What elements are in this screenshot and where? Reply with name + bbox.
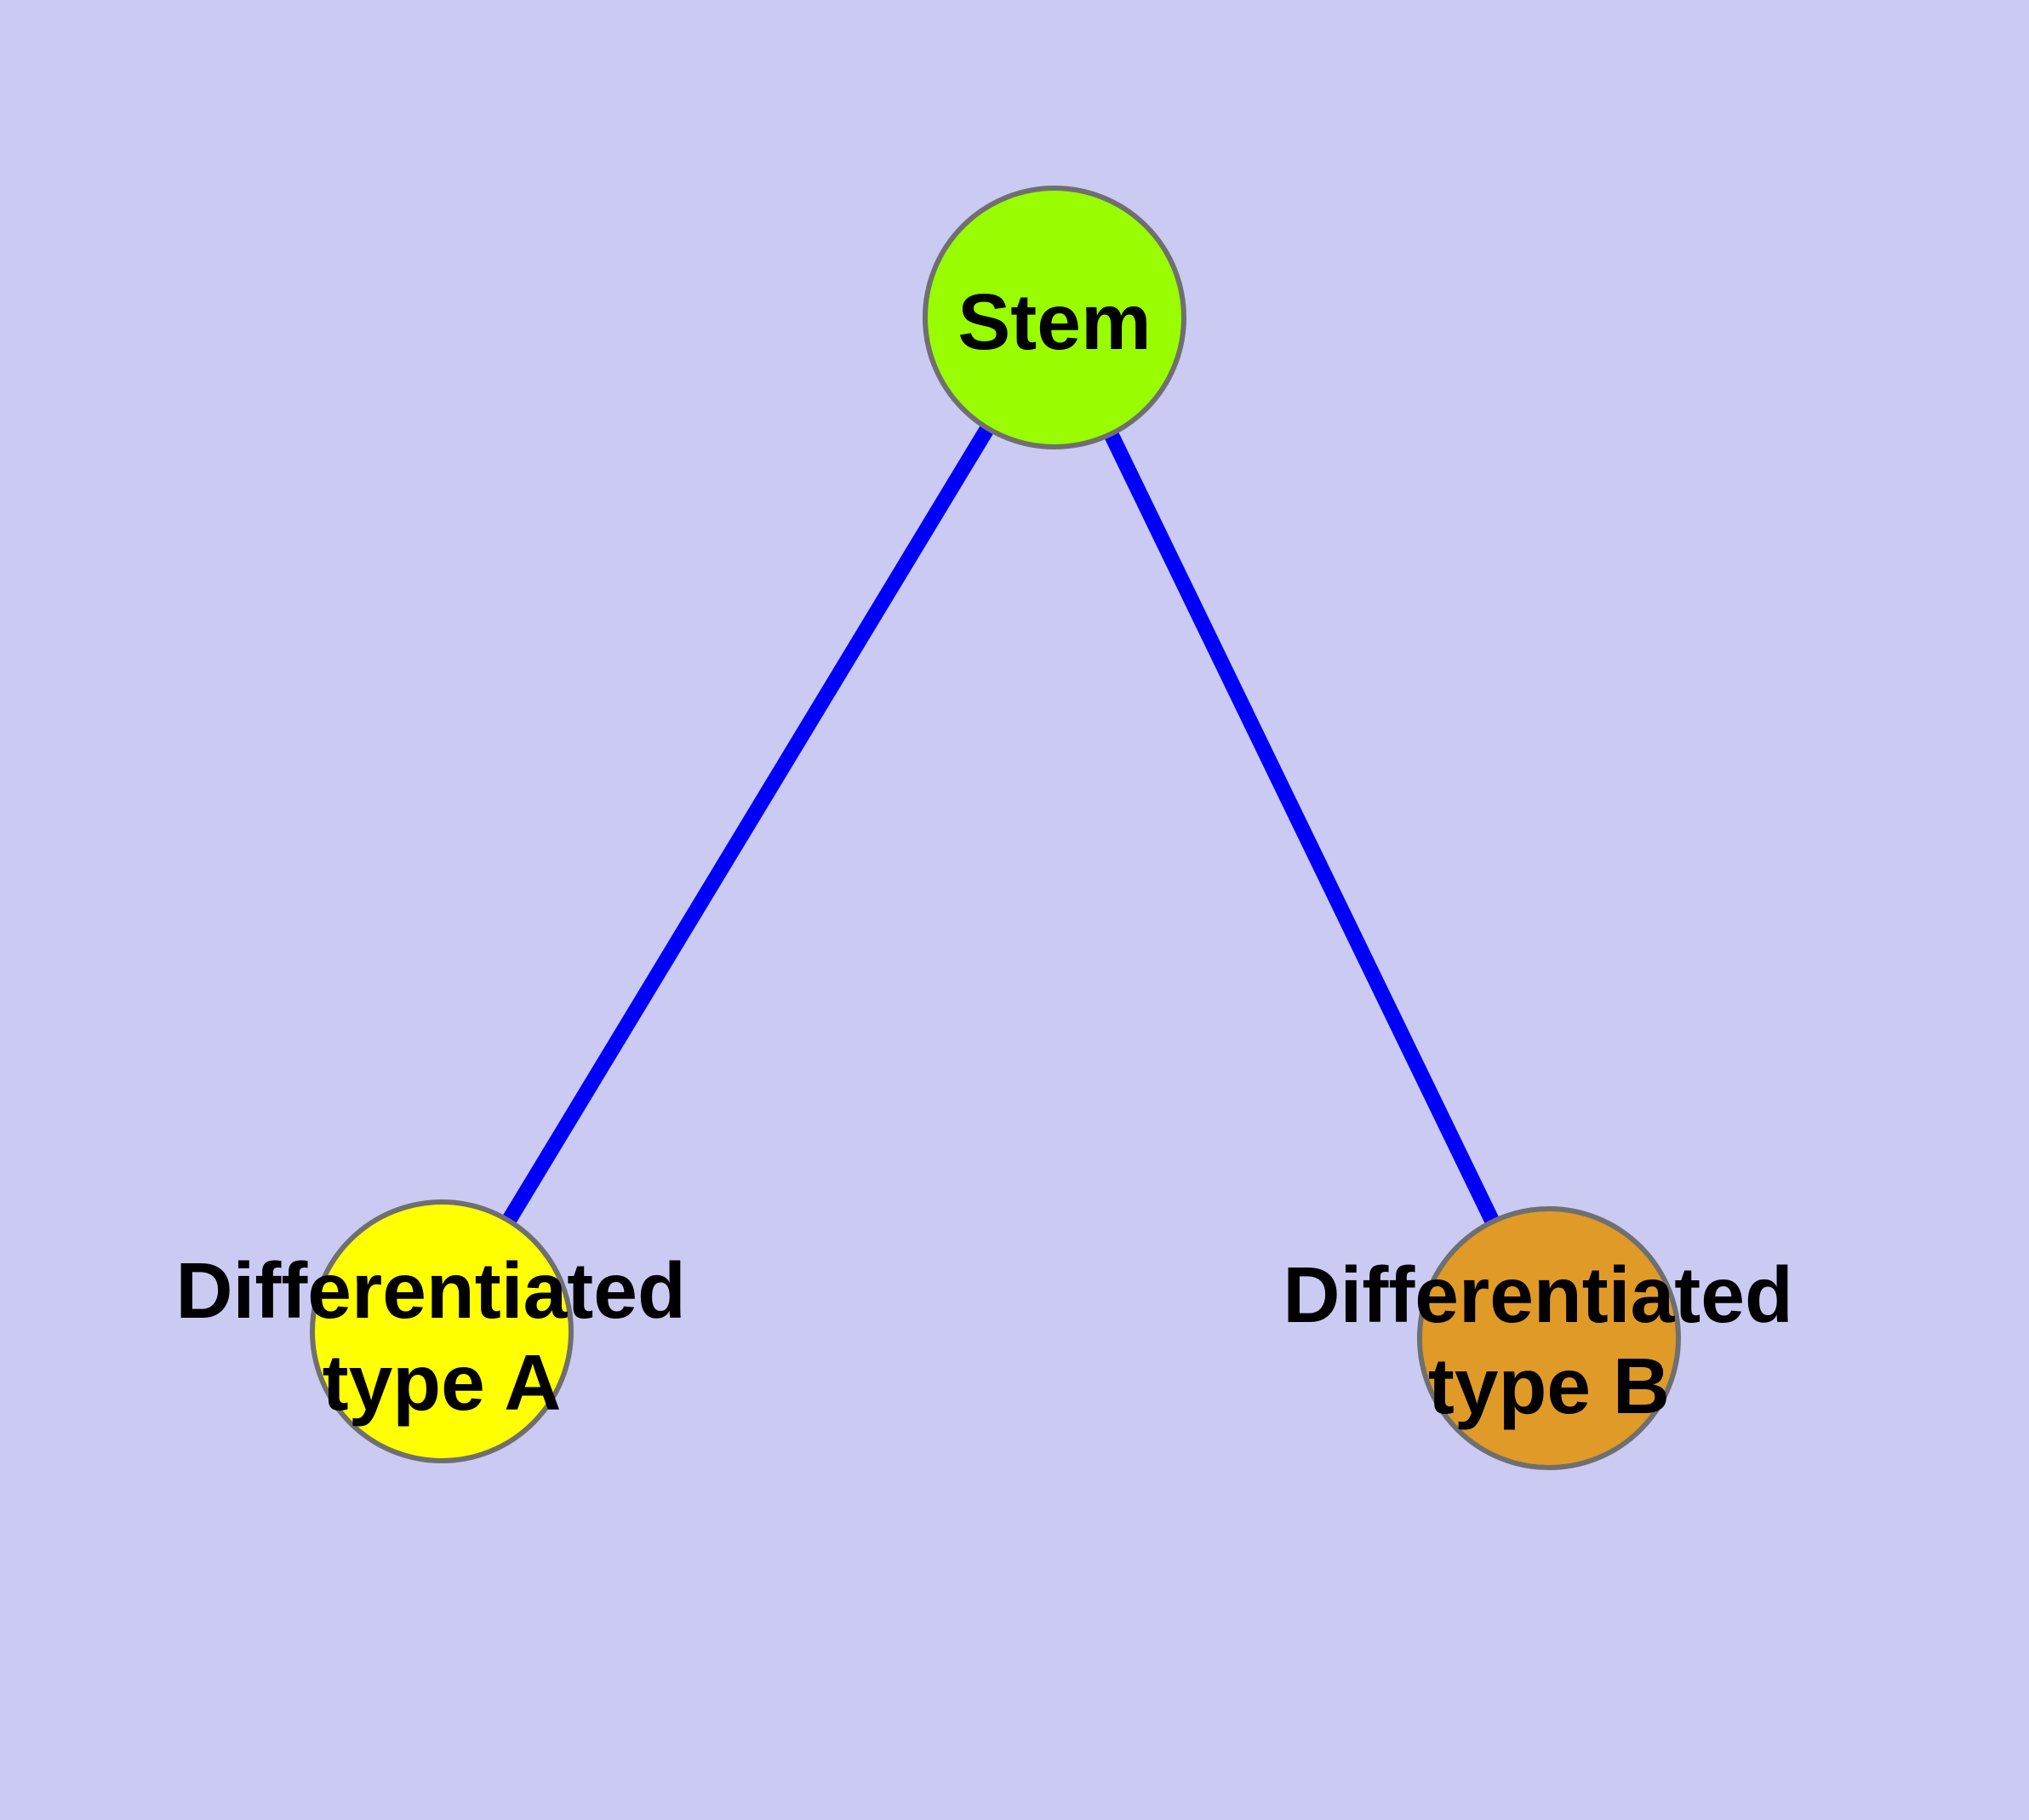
node-stem: Stem [923, 186, 1186, 449]
node-stem-label: Stem [957, 278, 1151, 366]
node-type-a-label-line2: type A [323, 1338, 562, 1427]
node-type-a-label: Differentiated type A [175, 1246, 707, 1427]
node-type-a-circle [310, 1199, 574, 1463]
node-type-b-circle [1417, 1206, 1681, 1470]
edges [435, 313, 1557, 1342]
node-type-b-label: Differentiated type B [1283, 1251, 1815, 1430]
edge-stem-to-type-b [1047, 314, 1557, 1342]
node-differentiated-type-a: Differentiated type A [175, 1199, 707, 1463]
node-stem-circle [923, 186, 1186, 449]
node-type-a-label-line1: Differentiated [175, 1246, 685, 1335]
node-differentiated-type-b: Differentiated type B [1283, 1206, 1815, 1470]
node-stem-label-line: Stem [957, 278, 1151, 366]
node-type-b-label-line1: Differentiated [1283, 1251, 1792, 1339]
edge-stem-to-type-a [435, 313, 1061, 1336]
node-type-b-label-line2: type B [1428, 1342, 1670, 1430]
